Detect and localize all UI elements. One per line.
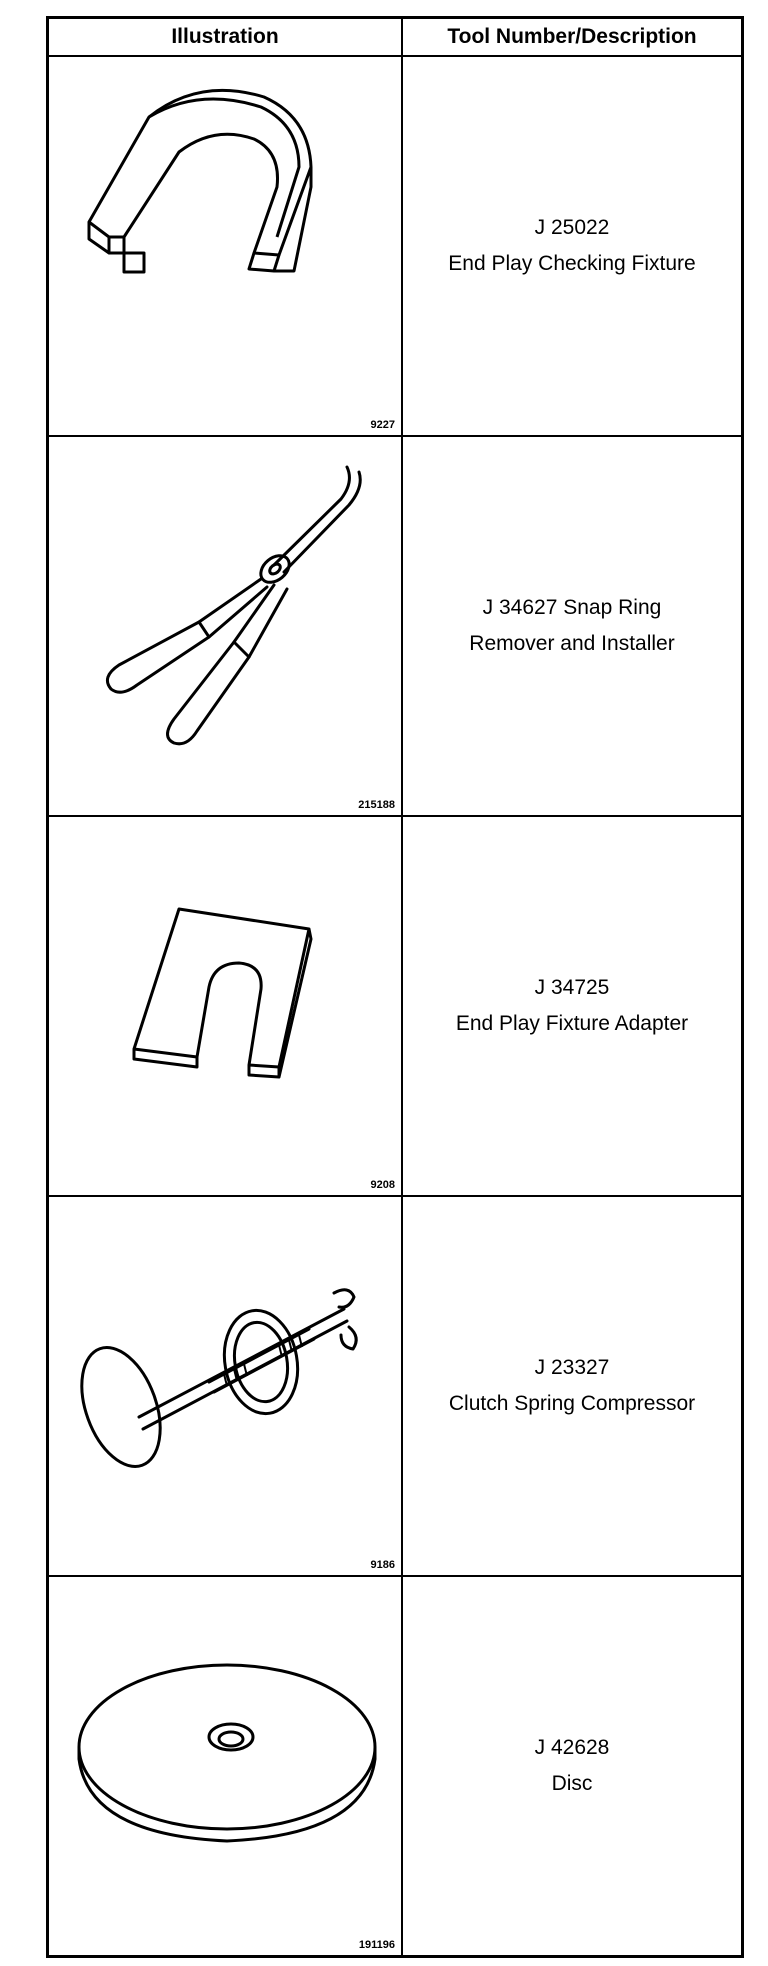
tool-description-cell: J 34627 Snap Ring Remover and Installer (401, 435, 744, 817)
illustration-cell: 9208 (46, 815, 403, 1197)
table-row: 215188 J 34627 Snap Ring Remover and Ins… (46, 435, 744, 817)
figure-number: 9186 (370, 1559, 395, 1571)
tool-number: J 42628 (534, 1736, 610, 1759)
illustration-cell: 215188 (46, 435, 403, 817)
header-tool-description: Tool Number/Description (401, 16, 744, 57)
illustration-cell: 9227 (46, 55, 403, 437)
spring-compressor-icon (80, 1288, 358, 1468)
tool-description-cell: J 23327 Clutch Spring Compressor (401, 1195, 744, 1577)
slotted-plate-adapter-icon (132, 907, 313, 1079)
tool-description-cell: J 34725 End Play Fixture Adapter (401, 815, 744, 1197)
table-header-row: Illustration Tool Number/Description (46, 16, 744, 57)
table-row: 9186 J 23327 Clutch Spring Compressor (46, 1195, 744, 1577)
tool-number: J 34627 Snap Ring (482, 596, 662, 619)
illustration-cell: 191196 (46, 1575, 403, 1958)
table-row: 9208 J 34725 End Play Fixture Adapter (46, 815, 744, 1197)
figure-number: 9227 (370, 419, 395, 431)
tool-description: Remover and Installer (469, 632, 675, 655)
special-tools-table: Illustration Tool Number/Description (46, 16, 744, 1958)
figure-number: 9208 (370, 1179, 395, 1191)
header-illustration: Illustration (46, 16, 403, 57)
tool-number: J 23327 (534, 1356, 610, 1379)
table-row: 9227 J 25022 End Play Checking Fixture (46, 55, 744, 437)
figure-number: 215188 (358, 799, 395, 811)
table-row: 191196 J 42628 Disc (46, 1575, 744, 1958)
disc-icon (77, 1663, 377, 1843)
u-shaped-fixture-icon (87, 88, 313, 274)
tool-number: J 25022 (534, 216, 610, 239)
snap-ring-pliers-icon (105, 465, 362, 746)
figure-number: 191196 (358, 1939, 395, 1951)
tool-description: End Play Checking Fixture (448, 252, 696, 275)
tool-description: Clutch Spring Compressor (448, 1392, 696, 1415)
tool-number: J 34725 (534, 976, 610, 999)
tool-description-cell: J 25022 End Play Checking Fixture (401, 55, 744, 437)
tool-description: Disc (551, 1772, 593, 1795)
tool-description-cell: J 42628 Disc (401, 1575, 744, 1958)
tool-description: End Play Fixture Adapter (455, 1012, 689, 1035)
illustration-cell: 9186 (46, 1195, 403, 1577)
